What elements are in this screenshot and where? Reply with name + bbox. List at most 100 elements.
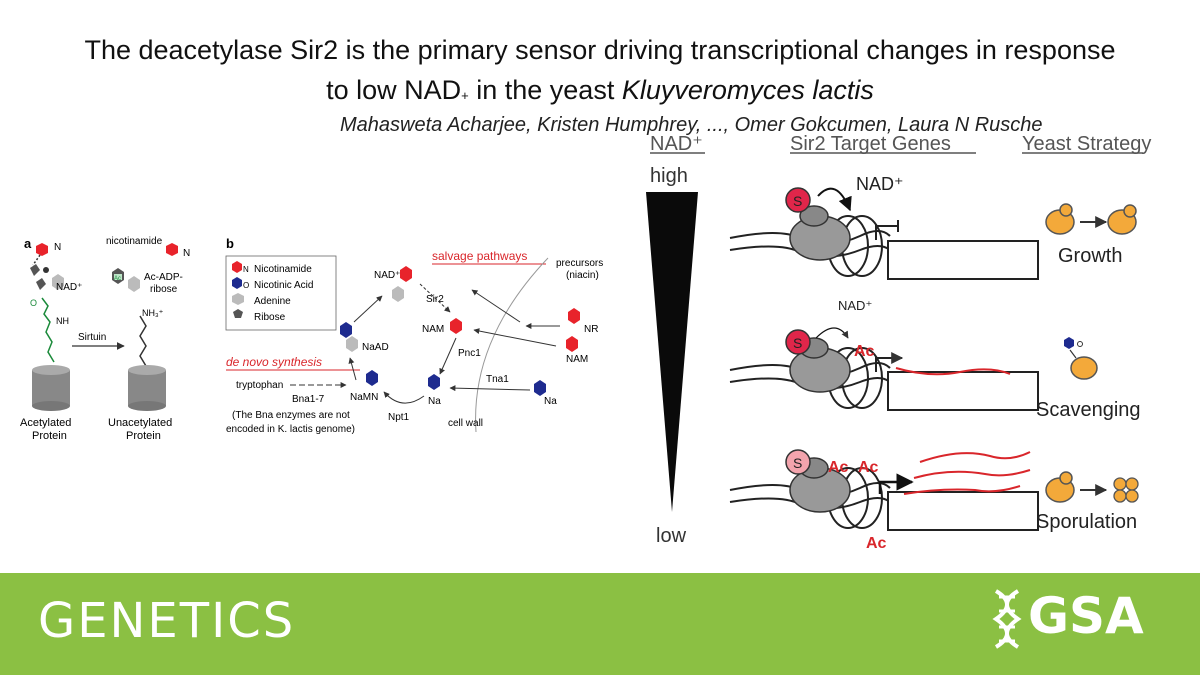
header-nad: NAD⁺ (650, 133, 703, 155)
panel-c: NAD⁺ Sir2 Target Genes Yeast Strategy hi… (646, 133, 1151, 552)
naad-icon (340, 322, 352, 338)
ac-mark-sporulation-3: Ac (866, 535, 887, 552)
legend-nicotinamide-icon (232, 261, 242, 273)
ac-adp-ribose-icon (112, 268, 140, 292)
enzyme-tna1: Tna1 (486, 374, 509, 385)
paper-title-line-2: to low NAD+ in the yeast Kluyveromyces l… (0, 70, 1200, 116)
transcript-line-scavenging (895, 367, 1011, 376)
panel-a-left-protein-2: Protein (32, 430, 67, 442)
nad-low: low (656, 525, 687, 547)
namn-icon (366, 370, 378, 386)
legend-adenine-icon (232, 293, 244, 305)
transcript-line-sporulation-3 (903, 485, 1021, 495)
node-sir2: Sir2 (426, 294, 444, 305)
title-nad-superscript: + (461, 88, 469, 103)
precursors-label-2: (niacin) (566, 270, 599, 281)
legend-nicotinamide: Nicotinamide (254, 264, 312, 275)
node-nr: NR (584, 324, 598, 335)
paper-title-line-1: The deacetylase Sir2 is the primary sens… (84, 35, 1116, 65)
repression-mark (875, 225, 898, 240)
sir2-arrow (419, 283, 451, 313)
panel-a-n-label: N (54, 242, 61, 253)
panel-a-nad-label: NAD⁺ (56, 282, 82, 293)
transcript-line-sporulation-1 (919, 451, 1031, 463)
enzyme-npt1: Npt1 (388, 412, 410, 423)
na2-icon (534, 380, 546, 396)
legend-ribose: Ribose (254, 312, 286, 323)
nad-label-scavenging: NAD⁺ (838, 298, 872, 313)
lysine-chain (139, 315, 147, 367)
salvage-pathways-label: salvage pathways (432, 249, 527, 263)
sir2-symbol-scavenging: S (793, 335, 802, 351)
figure-artwork: a N NAD⁺ nicotinamide N Ac Ac-ADP- ribos… (20, 133, 1151, 552)
nr-icon (568, 308, 580, 324)
nad-adenine-icon (392, 286, 404, 302)
legend-ribose-icon (233, 309, 243, 318)
sir2-symbol-sporulation: S (793, 455, 802, 471)
sir2-icon-scavenging (785, 329, 811, 355)
panel-a-ac-adp-ribose-2: ribose (150, 284, 178, 295)
panel-a-n-label-2: N (183, 248, 190, 259)
node-nam: NAM (422, 324, 444, 335)
legend-nicotinic-acid-icon (232, 277, 242, 289)
journal-footer: GENETICS GSA (0, 573, 1200, 675)
ac-mark-sporulation-1: Ac (828, 459, 849, 476)
unacetylated-protein-icon (128, 365, 166, 411)
header-genes: Sir2 Target Genes (790, 133, 951, 155)
strategy-sporulation: Sporulation (1036, 511, 1137, 533)
header-strategy: Yeast Strategy (1022, 133, 1151, 155)
panel-a-nicotinamide-label: nicotinamide (106, 236, 163, 247)
strategy-growth: Growth (1058, 245, 1122, 267)
title-species: Kluyveromyces lactis (621, 75, 874, 105)
nad-molecule-icon (30, 243, 64, 290)
transcription-arrow-sporulation (878, 473, 914, 494)
node-nam2: NAM (566, 354, 588, 365)
node-na: Na (428, 396, 441, 407)
panel-a: a N NAD⁺ nicotinamide N Ac Ac-ADP- ribos… (20, 236, 190, 442)
note-line-1: (The Bna enzymes are not (232, 410, 350, 421)
nad-gradient-wedge (646, 192, 698, 512)
sir2-symbol-growth: S (793, 193, 802, 209)
cell-wall-label: cell wall (448, 418, 483, 429)
legend-nicotinic-acid: Nicotinic Acid (254, 280, 313, 291)
panel-a-label: a (24, 236, 32, 251)
node-naad: NaAD (362, 342, 389, 353)
nad-high: high (650, 165, 688, 187)
legend-adenine: Adenine (254, 296, 291, 307)
precursors-label-1: precursors (556, 258, 603, 269)
note-line-2: encoded in K. lactis genome) (226, 424, 355, 435)
node-namn: NaMN (350, 392, 378, 403)
tryptophan-label: tryptophan (236, 380, 283, 391)
title-nad-text: to low NAD (326, 75, 462, 105)
tna1-arrow (449, 385, 531, 392)
nad-binding-arrow-growth (817, 187, 852, 212)
legend-nicotinic-acid-glyph: O (243, 281, 249, 290)
naad-to-nad-arrow (353, 295, 383, 323)
panel-a-right-protein-2: Protein (126, 430, 161, 442)
yeast-sporulation-icon (1045, 471, 1139, 503)
nicotinamide-icon (166, 243, 178, 256)
legend-box (225, 255, 337, 331)
nam-import-arrow (473, 328, 557, 347)
panel-a-right-protein-1: Unacetylated (108, 417, 172, 429)
paper-authors: Mahasweta Acharjee, Kristen Humphrey, ..… (340, 114, 1043, 136)
na-icon (428, 374, 440, 390)
sir2-icon-growth (785, 187, 811, 213)
panel-b-label: b (226, 236, 234, 251)
de-novo-label: de novo synthesis (226, 355, 322, 369)
paper-title: The deacetylase Sir2 is the primary sens… (0, 30, 1200, 116)
node-na2: Na (544, 396, 557, 407)
panel-a-nh3-label: NH₃⁺ (142, 308, 164, 318)
dna-helix-icon (992, 589, 1022, 649)
node-nad: NAD⁺ (374, 270, 400, 281)
panel-b: b N Nicotinamide O Nicotinic Acid Adenin… (225, 236, 603, 435)
namn-to-naad-arrow (348, 357, 357, 381)
acetyl-lysine-chain (41, 297, 55, 363)
panel-a-ac-tag: Ac (114, 276, 121, 282)
row-sporulation: S Ac Ac Ac Sporulation (729, 449, 1139, 552)
enzyme-pnc1: Pnc1 (458, 348, 481, 359)
panel-a-nh-label: NH (56, 316, 69, 326)
pnc1-arrow (439, 337, 457, 375)
panel-a-o-label: O (30, 298, 37, 308)
cell-wall-line (475, 257, 549, 433)
